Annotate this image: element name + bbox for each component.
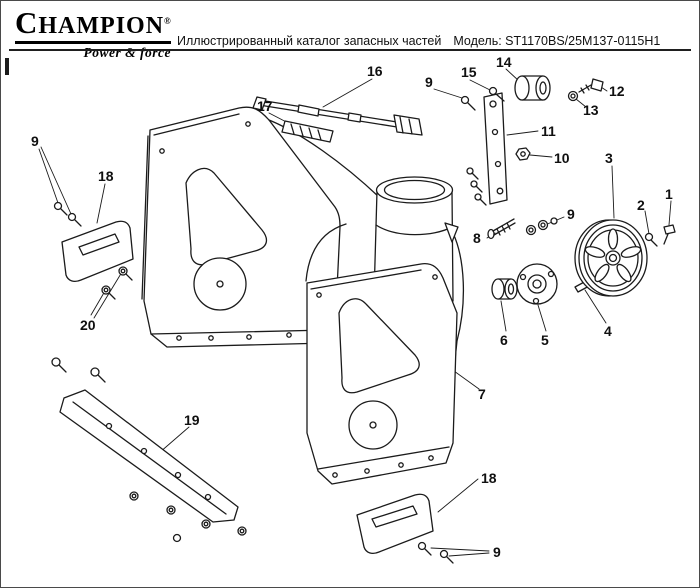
callout-15: 15 bbox=[461, 64, 477, 80]
leader-lines bbox=[38, 68, 672, 557]
callout-8: 8 bbox=[473, 230, 481, 246]
callout-9: 9 bbox=[567, 206, 575, 222]
skid-shoe-left bbox=[61, 220, 134, 282]
catalog-title: Иллюстрированный каталог запасных частей bbox=[177, 34, 442, 48]
page-header: CHAMPION® Power & force Иллюстрированный… bbox=[1, 1, 699, 60]
scraper-bar-hardware bbox=[51, 357, 247, 543]
spring-8 bbox=[487, 218, 516, 240]
shear-plate bbox=[281, 120, 334, 143]
brand-logo: CHAMPION® Power & force bbox=[15, 6, 171, 61]
spacer-hub bbox=[514, 75, 551, 101]
callout-10: 10 bbox=[554, 150, 570, 166]
callout-18: 18 bbox=[98, 168, 114, 184]
callout-3: 3 bbox=[605, 150, 613, 166]
brand-name: CHAMPION® bbox=[15, 6, 171, 45]
registered-mark-icon: ® bbox=[164, 16, 171, 26]
callout-6: 6 bbox=[500, 332, 508, 348]
callout-2: 2 bbox=[637, 197, 645, 213]
model-label: Модель: ST1170BS/25M137-0115H1 bbox=[453, 34, 661, 48]
front-housing-panel bbox=[306, 263, 458, 485]
callout-5: 5 bbox=[541, 332, 549, 348]
washer-13 bbox=[567, 90, 579, 102]
callout-12: 12 bbox=[609, 83, 625, 99]
bolt-15 bbox=[488, 86, 505, 102]
bolt-12 bbox=[578, 78, 604, 94]
scraper-bar bbox=[59, 389, 239, 523]
callout-7: 7 bbox=[478, 386, 486, 402]
callout-9: 9 bbox=[425, 74, 433, 90]
bearing-5 bbox=[516, 263, 558, 305]
bolt-2 bbox=[644, 232, 658, 247]
drive-pulley bbox=[574, 219, 648, 297]
callout-11: 11 bbox=[541, 123, 556, 139]
brand-tagline: Power & force bbox=[83, 45, 171, 61]
callout-17: 17 bbox=[257, 98, 273, 114]
screws-9-left bbox=[53, 201, 82, 227]
auger-shaft bbox=[252, 96, 423, 136]
callout-13: 13 bbox=[583, 102, 599, 118]
header-divider bbox=[9, 49, 691, 51]
callout-14: 14 bbox=[496, 54, 512, 70]
scan-edge-artifact bbox=[5, 58, 9, 75]
bushing-6 bbox=[491, 278, 518, 300]
callout-1: 1 bbox=[665, 186, 673, 202]
callout-9: 9 bbox=[31, 133, 39, 149]
skid-shoe-bottom bbox=[356, 493, 434, 554]
screw-top-9 bbox=[460, 95, 476, 111]
mounting-bracket bbox=[483, 92, 508, 205]
callout-20: 20 bbox=[80, 317, 96, 333]
nuts-20 bbox=[101, 266, 133, 300]
callout-4: 4 bbox=[604, 323, 612, 339]
callout-18: 18 bbox=[481, 470, 497, 486]
left-housing-panel bbox=[141, 106, 341, 348]
bolt-1 bbox=[663, 224, 676, 245]
callout-19: 19 bbox=[184, 412, 200, 428]
callout-9: 9 bbox=[493, 544, 501, 560]
screws-9-bottom bbox=[417, 541, 454, 564]
small-screws bbox=[466, 167, 487, 206]
callout-16: 16 bbox=[367, 63, 383, 79]
washer-stack-9 bbox=[525, 217, 558, 236]
nut-10 bbox=[515, 147, 531, 161]
document-title: Иллюстрированный каталог запасных частей… bbox=[177, 34, 660, 48]
